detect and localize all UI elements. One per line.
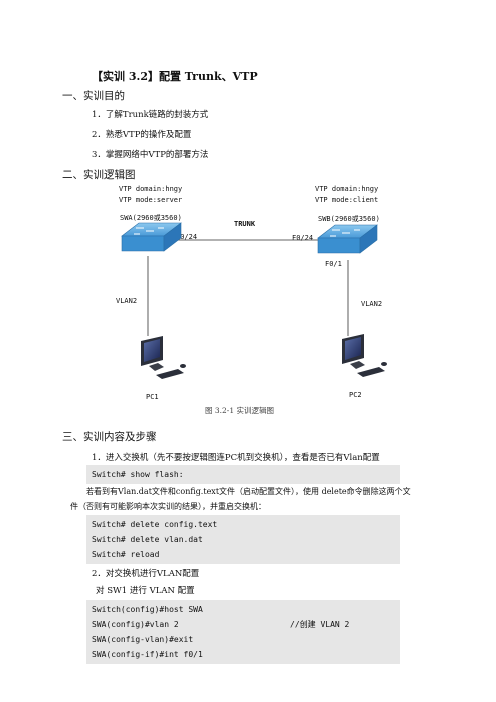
code-line: Switch(config)#host SWA <box>92 602 394 617</box>
code-line: Switch# show flash: <box>92 470 184 479</box>
code-comment: //创建 VLAN 2 <box>290 620 350 629</box>
code-line: SWA(config-vlan)#exit <box>92 632 394 647</box>
objective-item: 3．掌握网络中VTP的部署方法 <box>92 150 209 160</box>
section-heading-steps: 三、实训内容及步骤 <box>62 431 157 443</box>
right-vlan-label: VLAN2 <box>361 300 382 308</box>
code-command: Switch(config)#host SWA <box>92 605 203 614</box>
pc1-icon <box>141 336 186 379</box>
step-1-note: 若看到有Vlan.dat文件和config.text文件（启动配置文件），使用 … <box>70 487 411 511</box>
left-vtp-domain-label: VTP domain:hngy <box>119 185 182 193</box>
step-2-text: 2．对交换机进行VLAN配置 <box>92 569 200 579</box>
section-heading-diagram: 二、实训逻辑图 <box>62 169 136 181</box>
right-switch-label: SWB(2960或3560) <box>318 214 380 223</box>
right-port-down-label: F0/1 <box>325 260 342 268</box>
code-block-2: Switch# delete config.text Switch# delet… <box>86 515 400 564</box>
pc1-label: PC1 <box>146 393 159 401</box>
code-line: SWA(config)#vlan 2 //创建 VLAN 2 <box>92 617 394 632</box>
code-command: SWA(config-if)#int f0/1 <box>92 650 203 659</box>
right-port-label: F0/24 <box>292 234 313 242</box>
page-title: 【实训 3.2】配置 Trunk、VTP <box>92 70 258 83</box>
code-command: SWA(config-vlan)#exit <box>92 635 194 644</box>
objective-item: 2．熟悉VTP的操作及配置 <box>92 130 192 140</box>
left-vlan-label: VLAN2 <box>116 297 137 305</box>
code-line: Switch# delete config.text <box>92 520 218 529</box>
trunk-label: TRUNK <box>234 220 256 228</box>
code-block-3: Switch(config)#host SWA SWA(config)#vlan… <box>86 600 400 664</box>
left-port-label: F0/24 <box>176 233 197 241</box>
logic-diagram: VTP domain:hngy VTP mode:server SWA(2960… <box>116 185 387 401</box>
figure-caption: 图 3.2-1 实训逻辑图 <box>205 406 275 415</box>
pc2-icon <box>342 334 387 377</box>
objective-item: 1．了解Trunk链路的封装方式 <box>92 110 209 120</box>
step-2-subtext: 对 SW1 进行 VLAN 配置 <box>96 586 195 596</box>
code-line: Switch# reload <box>92 550 160 559</box>
code-block-1: Switch# show flash: <box>86 465 400 484</box>
code-line: SWA(config-if)#int f0/1 <box>92 647 394 662</box>
switch-swa-icon <box>121 222 182 252</box>
left-vtp-mode-label: VTP mode:server <box>119 196 182 204</box>
right-vtp-domain-label: VTP domain:hngy <box>315 185 378 193</box>
step-1-text: 1．进入交换机（先不要按逻辑图连PC机到交换机），查看是否已有Vlan配置 <box>92 453 380 463</box>
section-heading-objectives: 一、实训目的 <box>62 90 125 102</box>
left-switch-label: SWA(2960或3560) <box>120 213 182 222</box>
right-vtp-mode-label: VTP mode:client <box>315 196 378 204</box>
code-command: SWA(config)#vlan 2 <box>92 620 179 629</box>
pc2-label: PC2 <box>349 391 362 399</box>
code-line: Switch# delete vlan.dat <box>92 535 203 544</box>
switch-swb-icon <box>317 224 378 254</box>
